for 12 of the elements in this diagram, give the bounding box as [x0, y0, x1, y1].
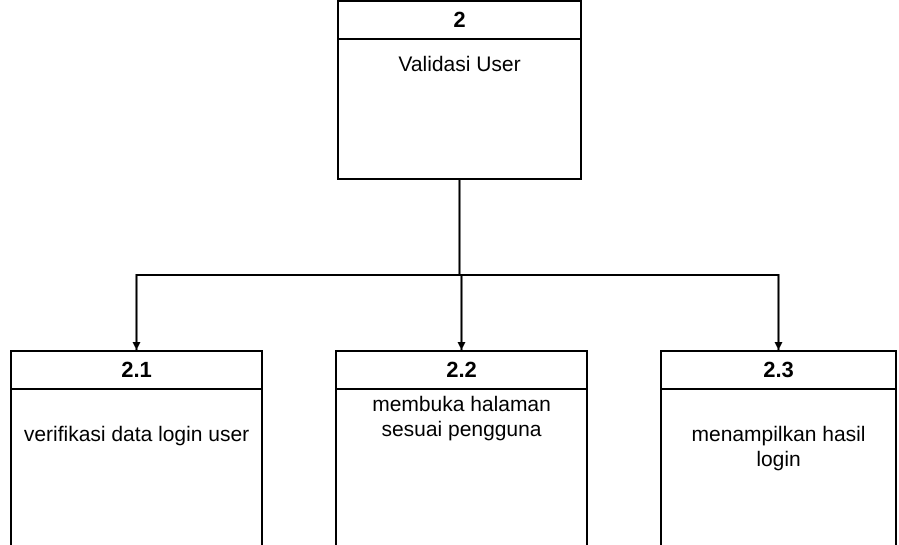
process-label: verifikasi data login user	[24, 422, 250, 447]
process-number: 2.2	[446, 357, 477, 383]
process-number: 2.1	[121, 357, 152, 383]
process-number: 2.3	[763, 357, 794, 383]
process-label: Validasi User	[398, 52, 521, 77]
process-box	[660, 350, 897, 545]
process-label: menampilkan hasil login	[690, 422, 866, 472]
process-box	[335, 350, 588, 545]
process-box	[337, 0, 582, 180]
process-label: membuka halaman sesuai pengguna	[371, 392, 552, 442]
process-box	[10, 350, 263, 545]
process-number: 2	[453, 7, 466, 33]
